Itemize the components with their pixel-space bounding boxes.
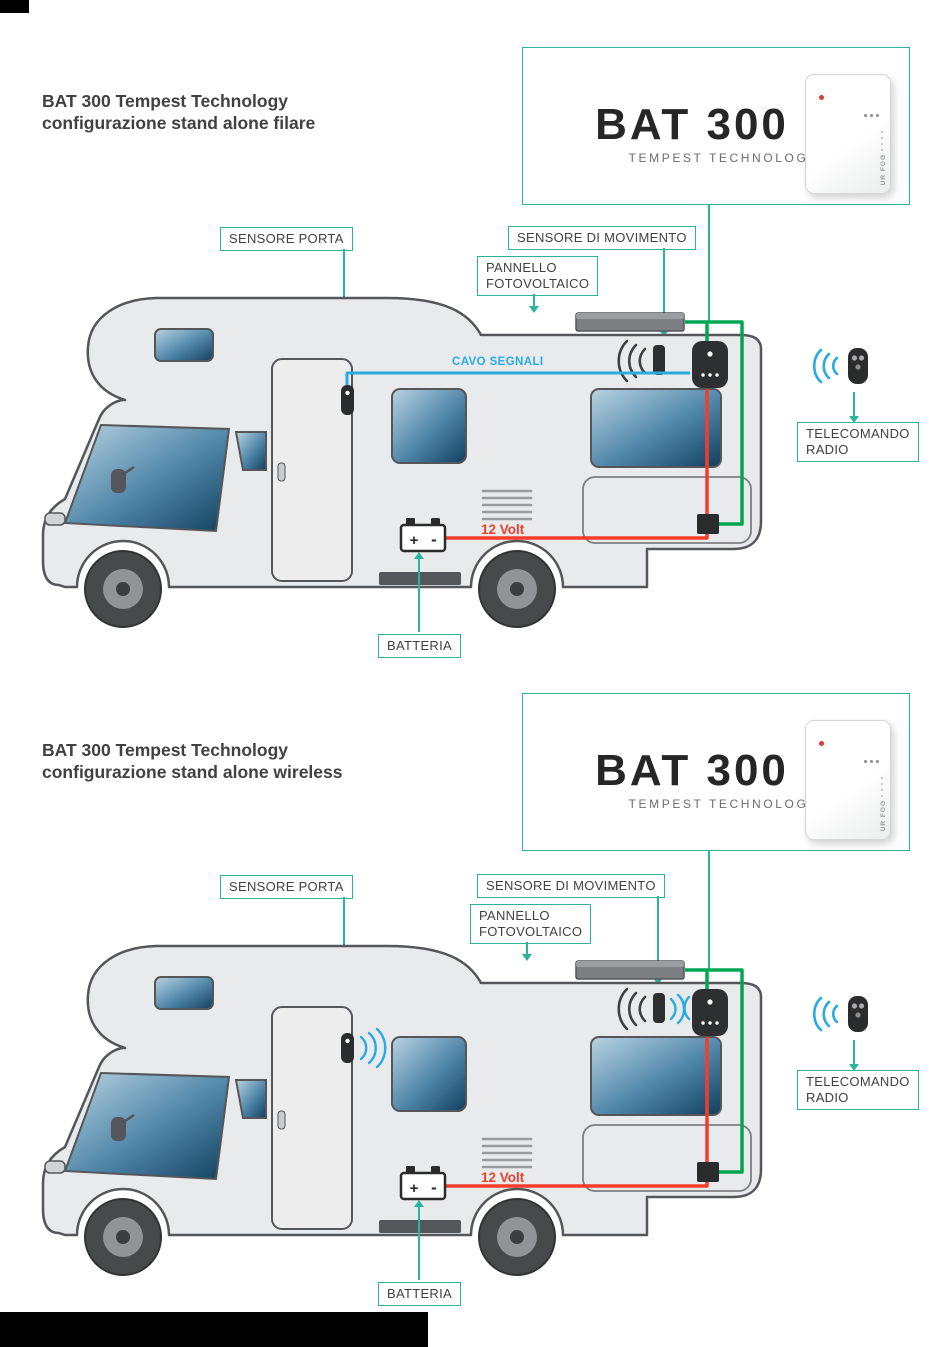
telecomando-line1: TELECOMANDO [806, 1074, 910, 1089]
title-line2: configurazione stand alone wireless [42, 762, 343, 782]
device-brand-text: UR FOG [880, 799, 887, 831]
arrow-sensore-movimento [653, 978, 663, 985]
telecomando-line1: TELECOMANDO [806, 426, 910, 441]
top-left-bar [0, 0, 29, 13]
section-wired: BAT 300 Tempest Technology configurazion… [0, 0, 952, 672]
section-wireless: BAT 300 Tempest Technology configurazion… [0, 646, 952, 1346]
leader-pannello [533, 294, 535, 306]
brand-name: BAT 300 [595, 100, 789, 149]
bat300-product-image: UR FOG [805, 74, 891, 194]
label-cavo-segnali: CAVO SEGNALI [452, 356, 544, 368]
brand-block: BAT 300 TEMPEST TECHNOLOGY [561, 746, 823, 812]
bat300-logo-box: BAT 300 TEMPEST TECHNOLOGY UR FOG [522, 693, 910, 851]
pannello-line2: FOTOVOLTAICO [486, 276, 590, 291]
leader-batteria [418, 1206, 420, 1280]
label-telecomando: TELECOMANDO RADIO [797, 422, 919, 462]
bottom-bar [0, 1312, 428, 1347]
section-title: BAT 300 Tempest Technology configurazion… [42, 90, 315, 134]
battery-icon: + - [399, 1166, 447, 1201]
device-led [819, 741, 824, 746]
logo-leader-line [708, 205, 710, 322]
telecomando-line2: RADIO [806, 1090, 849, 1105]
pannello-line2: FOTOVOLTAICO [479, 924, 583, 939]
green-wire [685, 968, 744, 1174]
remote-with-waves [806, 344, 878, 388]
label-pannello: PANNELLO FOTOVOLTAICO [470, 904, 592, 944]
brand-tagline: TEMPEST TECHNOLOGY [628, 151, 819, 165]
battery-minus: - [431, 530, 437, 549]
arrow-batteria [414, 1200, 424, 1207]
device-dots [864, 760, 879, 763]
remote-with-waves [806, 992, 878, 1036]
bat300-logo-box: BAT 300 TEMPEST TECHNOLOGY UR FOG [522, 47, 910, 205]
label-12volt: 12 Volt [481, 1170, 525, 1185]
leader-telecomando [853, 392, 855, 416]
battery-minus: - [431, 1178, 437, 1197]
camper-diagram-wired: + - [35, 285, 775, 630]
brand-tagline: TEMPEST TECHNOLOGY [628, 797, 819, 811]
label-sensore-porta: SENSORE PORTA [220, 227, 353, 251]
leader-sensore-movimento [663, 248, 665, 330]
door-sensor-waves-icon [359, 1027, 387, 1069]
label-telecomando: TELECOMANDO RADIO [797, 1070, 919, 1110]
title-line2: configurazione stand alone filare [42, 113, 316, 133]
label-sensore-movimento: SENSORE DI MOVIMENTO [477, 874, 665, 898]
brand-name: BAT 300 [595, 746, 789, 795]
logo-leader-line [708, 851, 710, 970]
bat300-product-image: UR FOG [805, 720, 891, 840]
device-dots [864, 114, 879, 117]
device-vents [881, 777, 883, 803]
green-wire [685, 320, 744, 526]
arrow-pannello [529, 306, 539, 313]
power-wire-12v [445, 1037, 709, 1188]
arrow-pannello [522, 954, 532, 961]
leader-sensore-movimento [657, 896, 659, 978]
telecomando-line2: RADIO [806, 442, 849, 457]
title-line1: BAT 300 Tempest Technology [42, 740, 289, 760]
wire-junction-box [697, 1162, 719, 1182]
pannello-line1: PANNELLO [479, 908, 550, 923]
label-batteria: BATTERIA [378, 634, 462, 658]
leader-telecomando [853, 1040, 855, 1064]
signal-cable-wire [345, 371, 690, 385]
label-sensore-porta: SENSORE PORTA [220, 875, 353, 899]
power-wire-12v [445, 389, 709, 540]
label-sensore-movimento: SENSORE DI MOVIMENTO [508, 226, 696, 250]
section-title: BAT 300 Tempest Technology configurazion… [42, 739, 343, 783]
label-12volt: 12 Volt [481, 522, 525, 537]
device-brand-text: UR FOG [880, 153, 887, 185]
camper-diagram-wireless: + - [35, 933, 775, 1278]
leader-pannello [526, 942, 528, 954]
device-led [819, 95, 824, 100]
pannello-line1: PANNELLO [486, 260, 557, 275]
arrow-telecomando [849, 1064, 859, 1071]
arrow-telecomando [849, 416, 859, 423]
device-vents [881, 131, 883, 157]
label-pannello: PANNELLO FOTOVOLTAICO [477, 256, 599, 296]
battery-icon: + - [399, 518, 447, 553]
arrow-sensore-movimento [659, 330, 669, 337]
label-batteria: BATTERIA [378, 1282, 462, 1306]
leader-batteria [418, 558, 420, 632]
arrow-batteria [414, 552, 424, 559]
wireless-link-waves-icon [669, 993, 691, 1025]
battery-plus: + [410, 1180, 419, 1197]
battery-plus: + [410, 532, 419, 549]
wire-junction-box [697, 514, 719, 534]
title-line1: BAT 300 Tempest Technology [42, 91, 289, 111]
brand-block: BAT 300 TEMPEST TECHNOLOGY [561, 100, 823, 166]
